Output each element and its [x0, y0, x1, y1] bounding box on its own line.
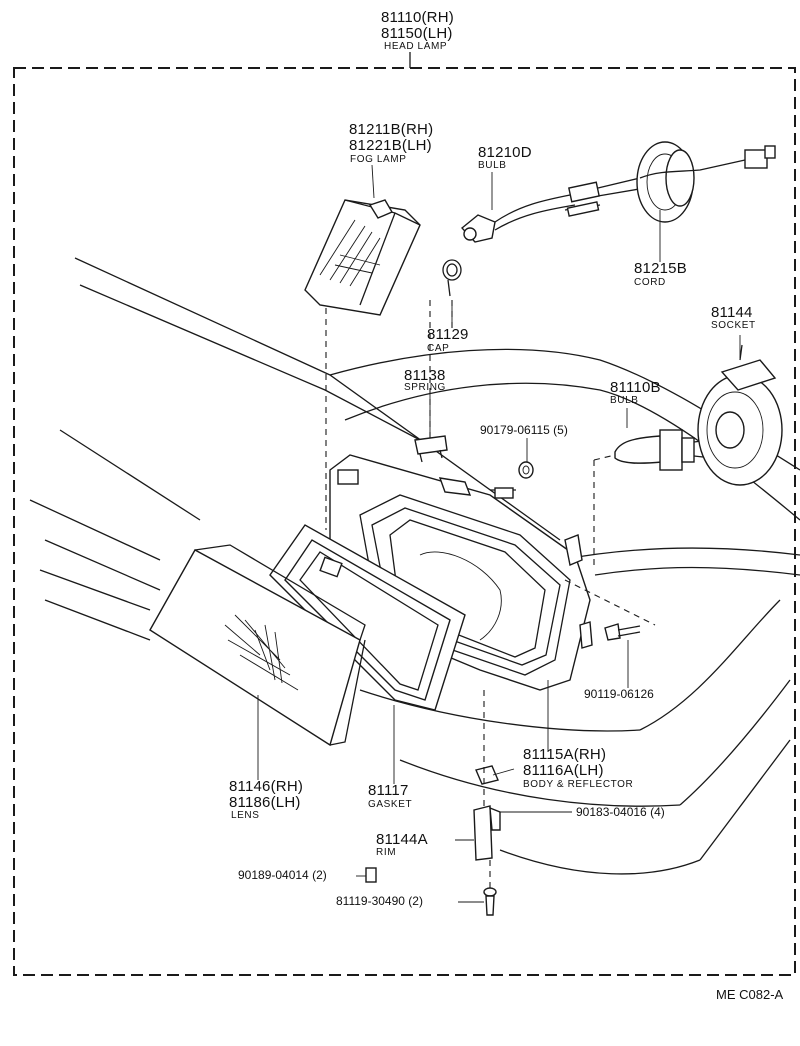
nut-drawing [518, 461, 534, 479]
socket-name: SOCKET [711, 320, 756, 331]
clip-part: 90183-04016 (4) [576, 805, 665, 819]
cap-part: 81129 [427, 326, 469, 343]
lens-rh-part: 81146(RH) [229, 778, 304, 795]
bolt-part: 90119-06126 [584, 687, 654, 701]
reference-code: ME C082-A [716, 987, 784, 1002]
fog-bulb-drawing [460, 177, 646, 243]
spring-part: 81138 [404, 367, 446, 384]
bolt-drawing [604, 623, 641, 641]
spring-name: SPRING [404, 382, 446, 393]
socket-drawing [697, 344, 783, 486]
head-lamp-lh-part: 81150(LH) [381, 25, 453, 42]
fog-lamp-lh-part: 81221B(LH) [349, 137, 432, 154]
rim-name: RIM [376, 847, 397, 858]
body-reflector-name: BODY & REFLECTOR [523, 779, 634, 790]
lens-name: LENS [231, 810, 260, 821]
nut2-drawing [365, 867, 377, 883]
cap-drawing [442, 259, 462, 297]
head-bulb-drawing [614, 429, 713, 471]
nut2-part: 90189-04014 (2) [238, 868, 327, 882]
spring-drawing [414, 435, 448, 463]
fog-lamp-rh-part: 81211B(RH) [349, 121, 434, 138]
fog-lamp-drawing [304, 199, 421, 316]
rim-part: 81144A [376, 831, 428, 848]
car-body-outline [29, 257, 800, 875]
fog-lamp-name: FOG LAMP [350, 154, 407, 165]
cord-name: CORD [634, 277, 666, 288]
leader-lines [257, 164, 741, 903]
rim-drawing [473, 805, 501, 861]
gasket-drawing [269, 524, 466, 711]
gasket-name: GASKET [368, 799, 413, 810]
cap-name: CAP [427, 343, 450, 354]
head-lamp-rh-part: 81110(RH) [381, 9, 454, 26]
fog-bulb-name: BULB [478, 160, 507, 171]
screw-drawing [483, 887, 497, 916]
nut-part: 90179-06115 (5) [480, 423, 568, 437]
body-reflector-lh-part: 81116A(LH) [523, 762, 604, 779]
cord-part: 81215B [634, 260, 687, 277]
head-bulb-part: 81110B [610, 379, 661, 396]
gasket-part: 81117 [368, 782, 409, 799]
clip-drawing [475, 765, 499, 785]
lens-drawing [149, 544, 366, 747]
socket-part: 81144 [711, 304, 753, 321]
body-reflector-rh-part: 81115A(RH) [523, 746, 607, 763]
head-bulb-name: BULB [610, 395, 639, 406]
lens-lh-part: 81186(LH) [229, 794, 301, 811]
screw-part: 81119-30490 (2) [336, 894, 423, 908]
cord-assembly-drawing [636, 141, 776, 223]
head-lamp-name: HEAD LAMP [384, 41, 448, 52]
fog-bulb-part: 81210D [478, 144, 532, 161]
